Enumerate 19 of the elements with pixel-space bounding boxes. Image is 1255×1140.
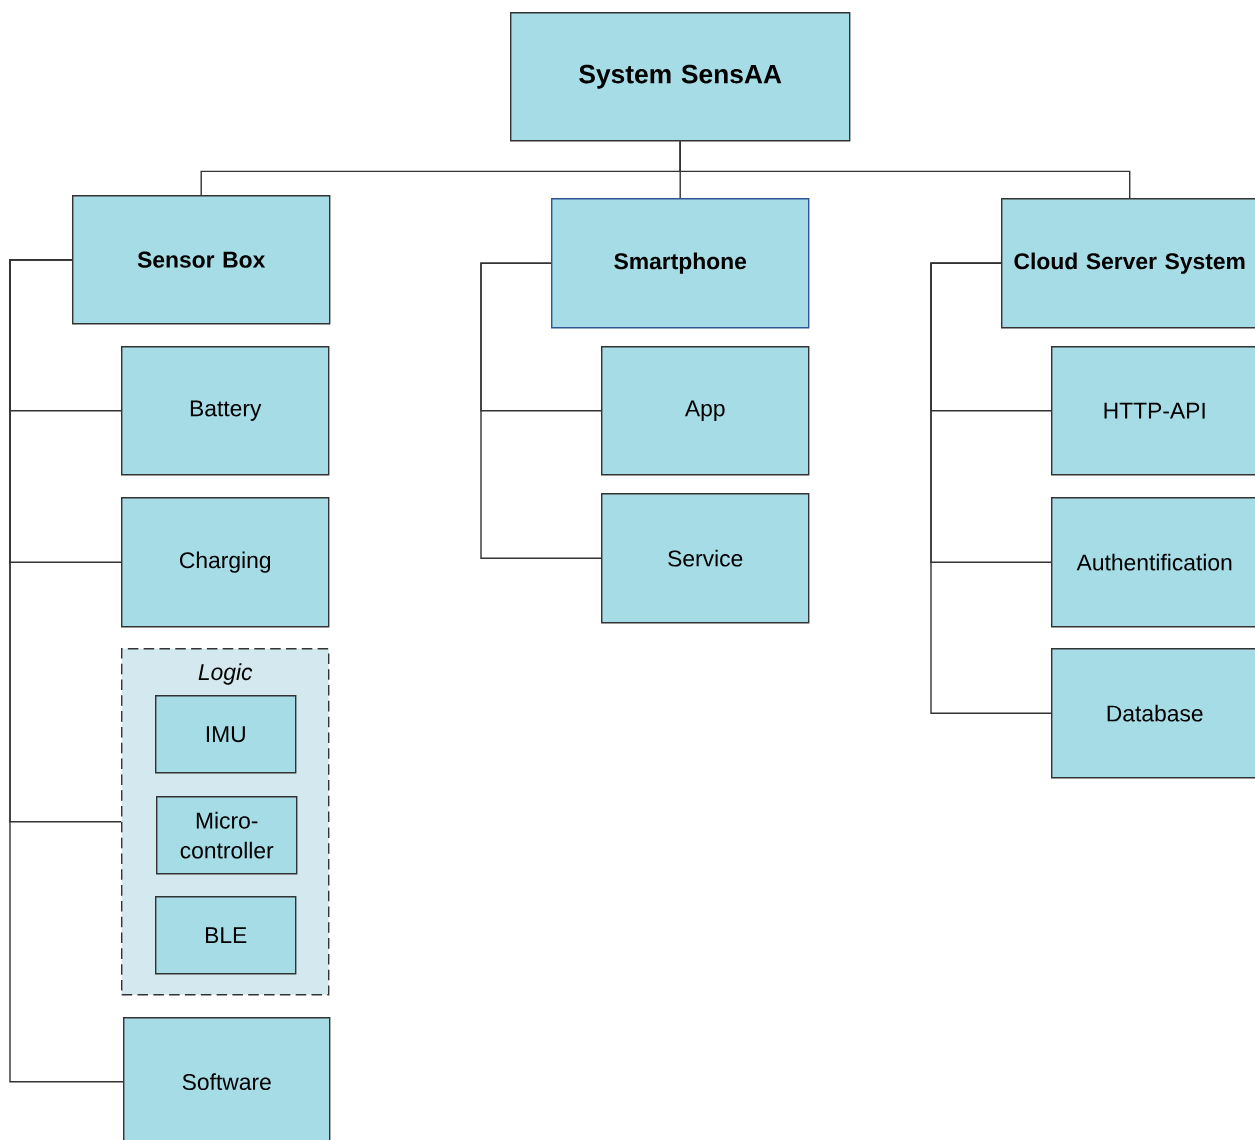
component-box: HTTP-API	[1051, 346, 1255, 476]
component-box: Software	[123, 1017, 331, 1140]
component-box: Micro- controller	[156, 796, 298, 875]
connector-line	[480, 262, 602, 559]
connector-line	[930, 262, 1052, 714]
subsystem-box: Sensor Box	[72, 195, 331, 325]
component-box: Service	[601, 493, 810, 624]
connector-line	[679, 140, 1131, 199]
component-box: Database	[1051, 648, 1255, 779]
component-box: Battery	[121, 346, 330, 476]
component-box: Authentification	[1051, 497, 1255, 628]
component-box: BLE	[155, 896, 297, 975]
subsystem-box: Smartphone	[551, 198, 810, 329]
component-box: Charging	[121, 497, 330, 628]
component-box: IMU	[155, 695, 297, 774]
subsystem-box: Cloud Server System	[1001, 198, 1255, 329]
component-box: App	[601, 346, 810, 476]
connector-line	[9, 259, 124, 1083]
system-box: System SensAA	[510, 12, 851, 142]
